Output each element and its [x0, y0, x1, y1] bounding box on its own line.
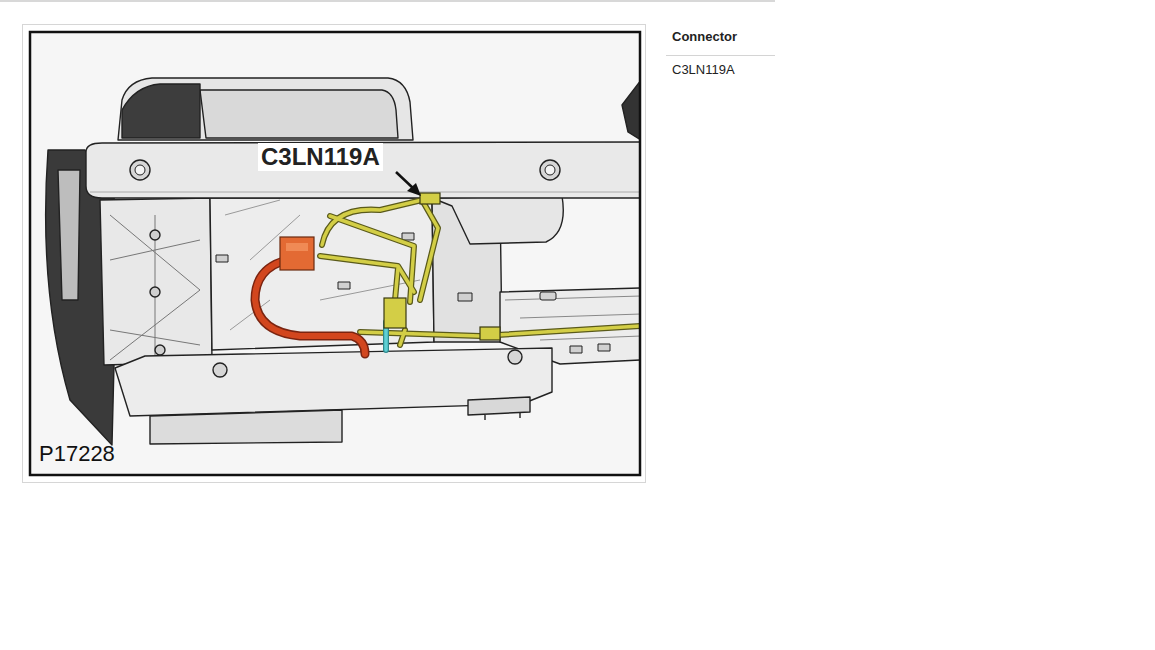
figure-ground: [30, 32, 640, 475]
table-header: Connector: [672, 30, 737, 45]
top-rule: [0, 0, 775, 2]
leader-line: [396, 172, 414, 189]
wiring-harness: [255, 200, 640, 354]
figure-frame: [23, 25, 646, 483]
figure-number: P17228: [39, 441, 115, 466]
table-rule: [666, 55, 775, 56]
leader-arrowhead: [407, 183, 421, 196]
connectors: [280, 193, 500, 340]
figure-border: [30, 32, 640, 475]
instrument-panel: [46, 78, 640, 445]
table-cell: C3LN119A: [672, 63, 735, 78]
connector-callout: C3LN119A: [258, 143, 383, 171]
